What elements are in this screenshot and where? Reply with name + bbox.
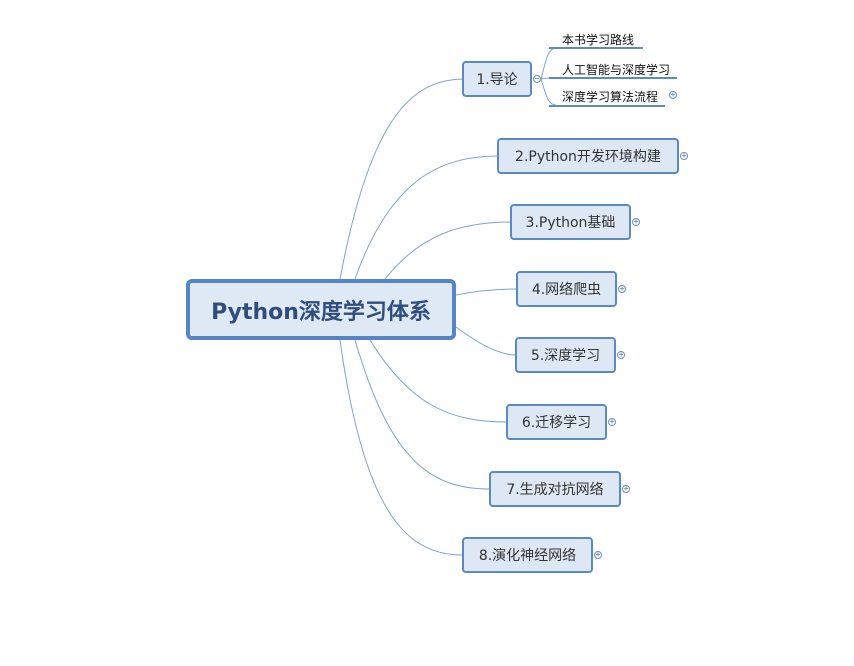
connector-topic-5 — [455, 326, 517, 356]
subtopic-underline — [549, 77, 677, 79]
topic-label: 1.导论 — [476, 72, 518, 88]
connector-topic-6 — [369, 339, 508, 423]
topic-node[interactable]: 3.Python基础 — [510, 204, 631, 240]
connector-topic-4 — [455, 288, 517, 296]
subtopic-underline — [549, 47, 643, 49]
collapse-icon[interactable]: − — [533, 74, 541, 83]
central-topic[interactable]: Python深度学习体系 — [186, 279, 456, 340]
topic-label: 3.Python基础 — [525, 215, 616, 231]
expand-icon[interactable]: + — [594, 550, 602, 559]
connector-topic-2 — [354, 155, 499, 280]
connector-topic-3 — [384, 221, 512, 280]
connector-sub-1 — [540, 47, 557, 80]
topic-label: 6.迁移学习 — [521, 415, 592, 431]
expand-icon[interactable]: + — [622, 484, 630, 493]
subtopic-underline — [549, 105, 665, 107]
expand-icon[interactable]: + — [680, 151, 688, 160]
expand-icon[interactable]: + — [618, 284, 626, 293]
topic-node[interactable]: 5.深度学习 — [515, 337, 616, 373]
connector-topic-8 — [339, 339, 464, 556]
topic-label: 7.生成对抗网络 — [506, 482, 604, 498]
topic-label: 4.网络爬虫 — [531, 282, 602, 298]
topic-node[interactable]: 2.Python开发环境构建 — [497, 138, 679, 174]
expand-icon[interactable]: + — [669, 90, 677, 99]
subtopic-label[interactable]: 深度学习算法流程 — [562, 90, 659, 104]
topic-node[interactable]: 6.迁移学习 — [506, 404, 607, 440]
topic-node[interactable]: 8.演化神经网络 — [462, 537, 593, 573]
connector-topic-7 — [354, 339, 491, 490]
subtopic-label[interactable]: 人工智能与深度学习 — [562, 63, 671, 77]
topic-label: 5.深度学习 — [530, 348, 601, 364]
topic-node[interactable]: 4.网络爬虫 — [516, 271, 617, 307]
expand-icon[interactable]: + — [608, 417, 616, 426]
connector-sub-3 — [540, 78, 557, 106]
expand-icon[interactable]: + — [632, 217, 640, 226]
subtopic-label[interactable]: 本书学习路线 — [562, 33, 635, 47]
expand-icon[interactable]: + — [617, 350, 625, 359]
connector-topic-1 — [339, 78, 464, 280]
central-topic-label: Python深度学习体系 — [211, 299, 431, 325]
topic-label: 8.演化神经网络 — [478, 548, 577, 564]
topic-label: 2.Python开发环境构建 — [515, 149, 661, 165]
topic-node[interactable]: 7.生成对抗网络 — [489, 471, 621, 507]
topic-node[interactable]: 1.导论 — [462, 61, 532, 97]
